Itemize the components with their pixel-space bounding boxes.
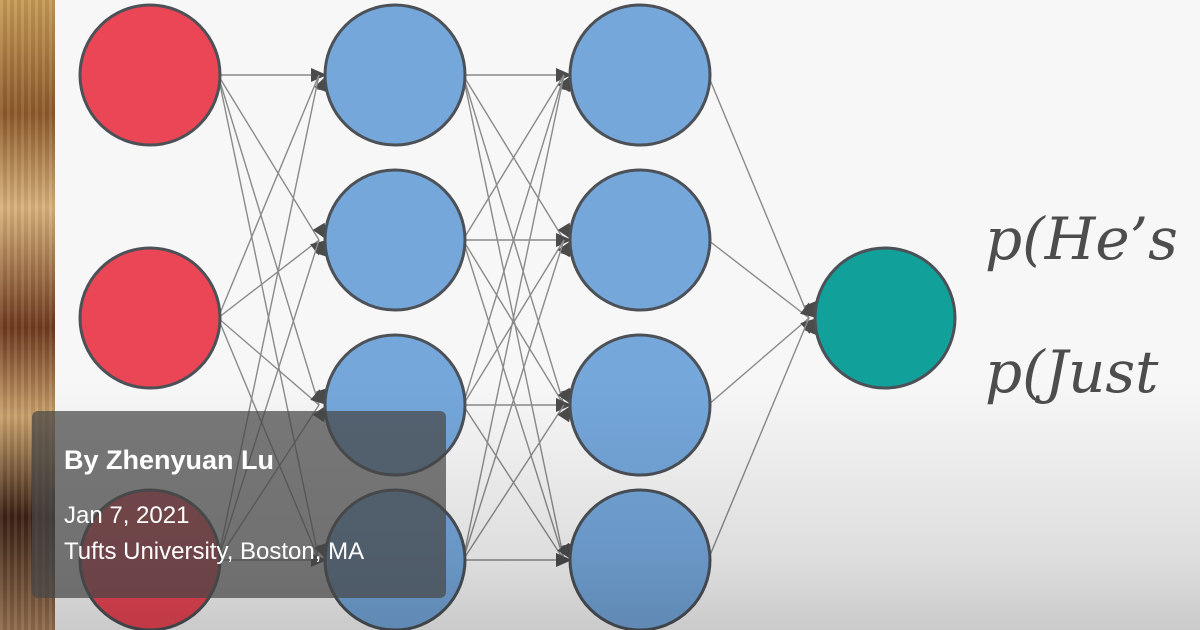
arrowhead-hidden-2-1: [557, 222, 572, 240]
edge-hidden-1-3-to-hidden-2-1: [462, 239, 565, 561]
edge-hidden-1-1-to-hidden-2-0: [462, 74, 565, 241]
arrowhead-hidden-2-2: [557, 405, 572, 423]
arrowhead-hidden-1-2: [310, 389, 327, 405]
location: Tufts University, Boston, MA: [64, 538, 365, 565]
node-hidden-2-3: [568, 488, 712, 630]
arrowhead-hidden-1-1: [310, 240, 327, 256]
edge-hidden-2-3-to-output-0: [707, 317, 810, 561]
info-card: By Zhenyuan Lu Jan 7, 2021 Tufts Univers…: [32, 411, 446, 598]
node-hidden-2-0: [568, 3, 712, 147]
arrowhead-hidden-2-2: [557, 387, 572, 405]
edge-hidden-1-2-to-hidden-2-0: [462, 74, 565, 406]
edge-hidden-1-3-to-hidden-2-0: [462, 74, 565, 561]
node-input-0: [78, 3, 222, 147]
node-hidden-2-1: [568, 168, 712, 312]
node-hidden-2-2: [568, 333, 712, 477]
left-photo-strip: [0, 0, 55, 630]
edge-hidden-1-3-to-hidden-2-2: [462, 404, 565, 561]
arrowhead-hidden-2-3: [557, 542, 572, 560]
edge-hidden-2-2-to-output-0: [707, 317, 810, 406]
edge-input-1-to-hidden-1-1: [217, 239, 320, 319]
edge-hidden-2-0-to-output-0: [707, 74, 810, 319]
node-input-1: [78, 246, 222, 390]
arrowhead-hidden-1-1: [312, 222, 327, 240]
edge-input-1-to-hidden-1-0: [217, 74, 320, 319]
probability-formula-2: p(Just: [985, 338, 1159, 406]
node-hidden-1-1: [323, 168, 467, 312]
probability-formula-1: p(He’s: [985, 205, 1178, 273]
arrowhead-hidden-2-3: [556, 553, 572, 567]
arrowhead-output-0: [800, 318, 817, 334]
edge-hidden-1-2-to-hidden-2-1: [462, 239, 565, 406]
arrowhead-output-0: [800, 302, 817, 318]
edge-input-0-to-hidden-1-1: [217, 74, 320, 241]
author-name: By Zhenyuan Lu: [64, 445, 275, 475]
edge-input-0-to-hidden-1-2: [217, 74, 320, 406]
edge-hidden-2-1-to-output-0: [707, 239, 810, 319]
node-hidden-1-0: [323, 3, 467, 147]
node-output-0: [813, 246, 957, 390]
post-date: Jan 7, 2021: [64, 502, 190, 529]
edge-input-1-to-hidden-1-2: [217, 317, 320, 406]
